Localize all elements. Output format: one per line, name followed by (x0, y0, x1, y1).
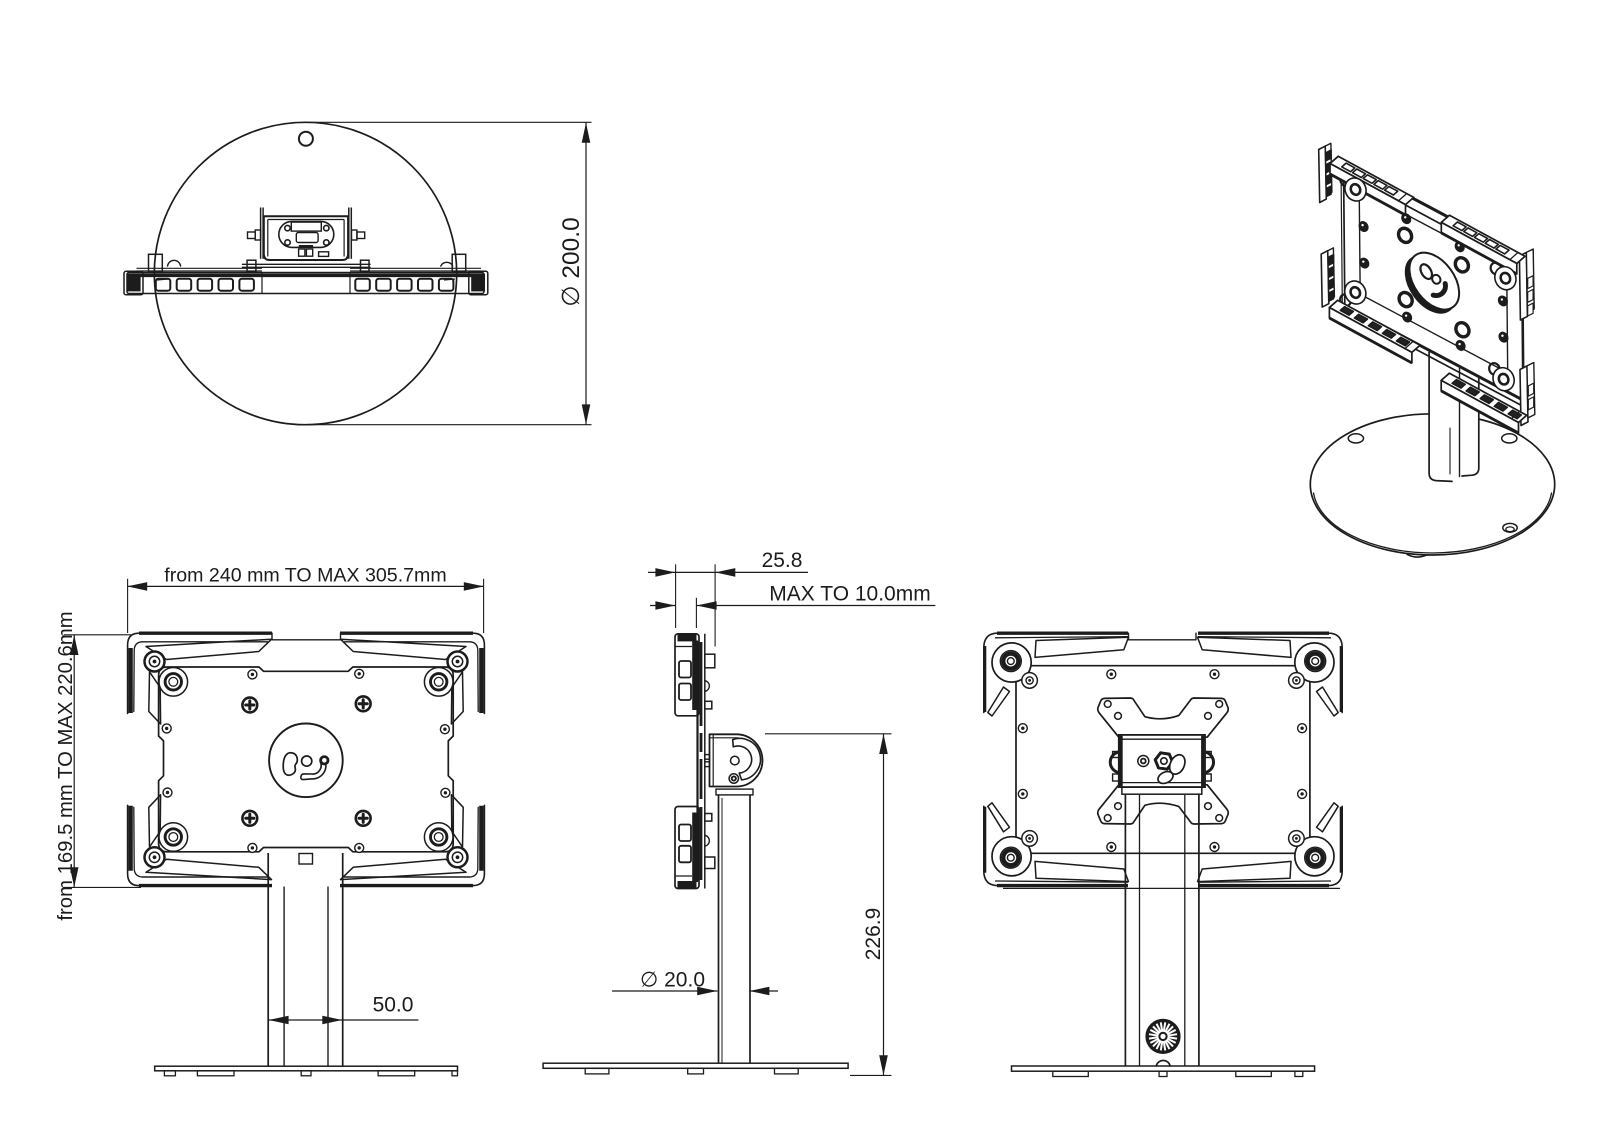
svg-text:∅ 200.0: ∅ 200.0 (558, 217, 585, 306)
svg-text:50.0: 50.0 (373, 994, 414, 1017)
svg-text:MAX TO 10.0mm: MAX TO 10.0mm (769, 583, 930, 606)
svg-text:from 240 mm TO MAX 305.7mm: from 240 mm TO MAX 305.7mm (164, 565, 446, 587)
svg-text:∅ 20.0: ∅ 20.0 (640, 969, 705, 992)
svg-text:25.8: 25.8 (762, 549, 803, 572)
svg-text:from 169.5 mm TO MAX 220.6mm: from 169.5 mm TO MAX 220.6mm (55, 611, 77, 920)
svg-text:226.9: 226.9 (862, 908, 885, 961)
